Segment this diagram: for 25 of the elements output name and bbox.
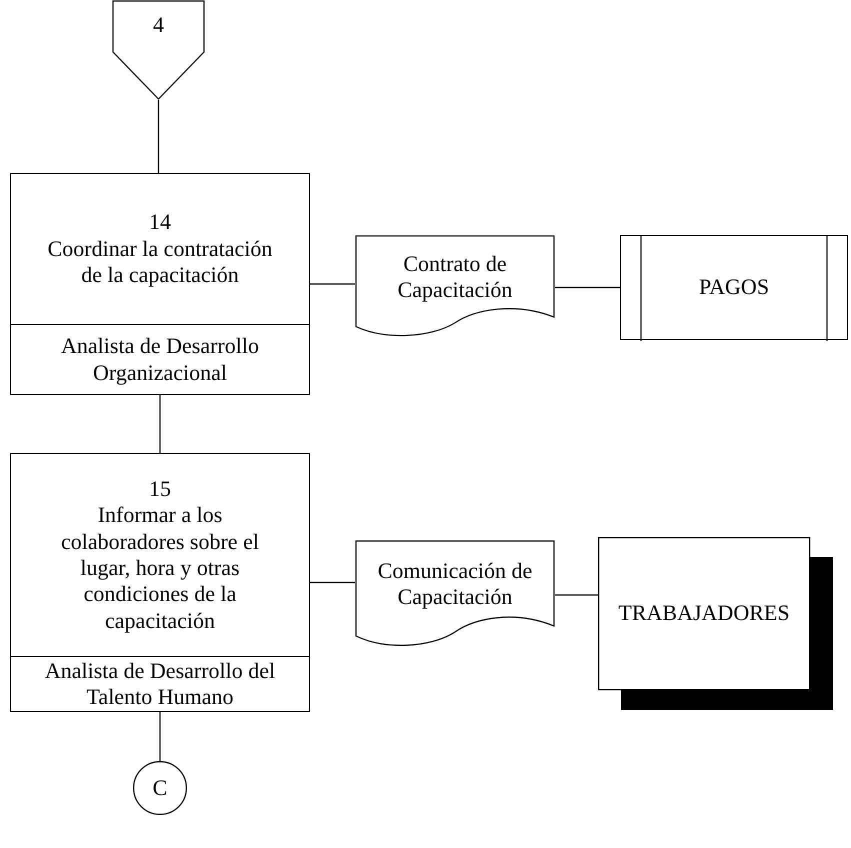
step-description: Coordinar la contratación de la capacitación: [46, 236, 274, 289]
connector-line: [158, 100, 160, 173]
connector-number: 4: [153, 12, 164, 38]
connector-line: [310, 283, 355, 285]
connector-line: [159, 712, 161, 761]
process-box: [10, 453, 310, 712]
responsible-role: Analista de Desarrollo Organizacional: [60, 333, 260, 386]
document-title: Comunicación de Capacitación: [376, 558, 534, 610]
connector-line: [555, 594, 598, 596]
entity-name: TRABAJADORES: [618, 600, 790, 627]
connector-circle: [133, 761, 187, 815]
connector-letter: C: [152, 774, 168, 802]
responsible-role: Analista de Desarrollo del Talento Humano: [44, 658, 276, 710]
connector-line: [310, 582, 355, 584]
step-description: Informar a los colaboradores sobre el lugar, hora y otras condiciones de la capacitación: [60, 502, 260, 634]
step-number: 14: [149, 209, 171, 236]
off-page-connector: [112, 0, 205, 100]
document-title: Contrato de Capacitación: [396, 250, 514, 304]
shadowed-box: [598, 537, 833, 710]
connector-line: [159, 395, 161, 453]
connector-line: [555, 286, 620, 288]
process-name: PAGOS: [698, 274, 770, 301]
process-box: [10, 173, 310, 395]
step-number: 15: [149, 476, 171, 502]
predefined-process-box: [620, 235, 848, 340]
